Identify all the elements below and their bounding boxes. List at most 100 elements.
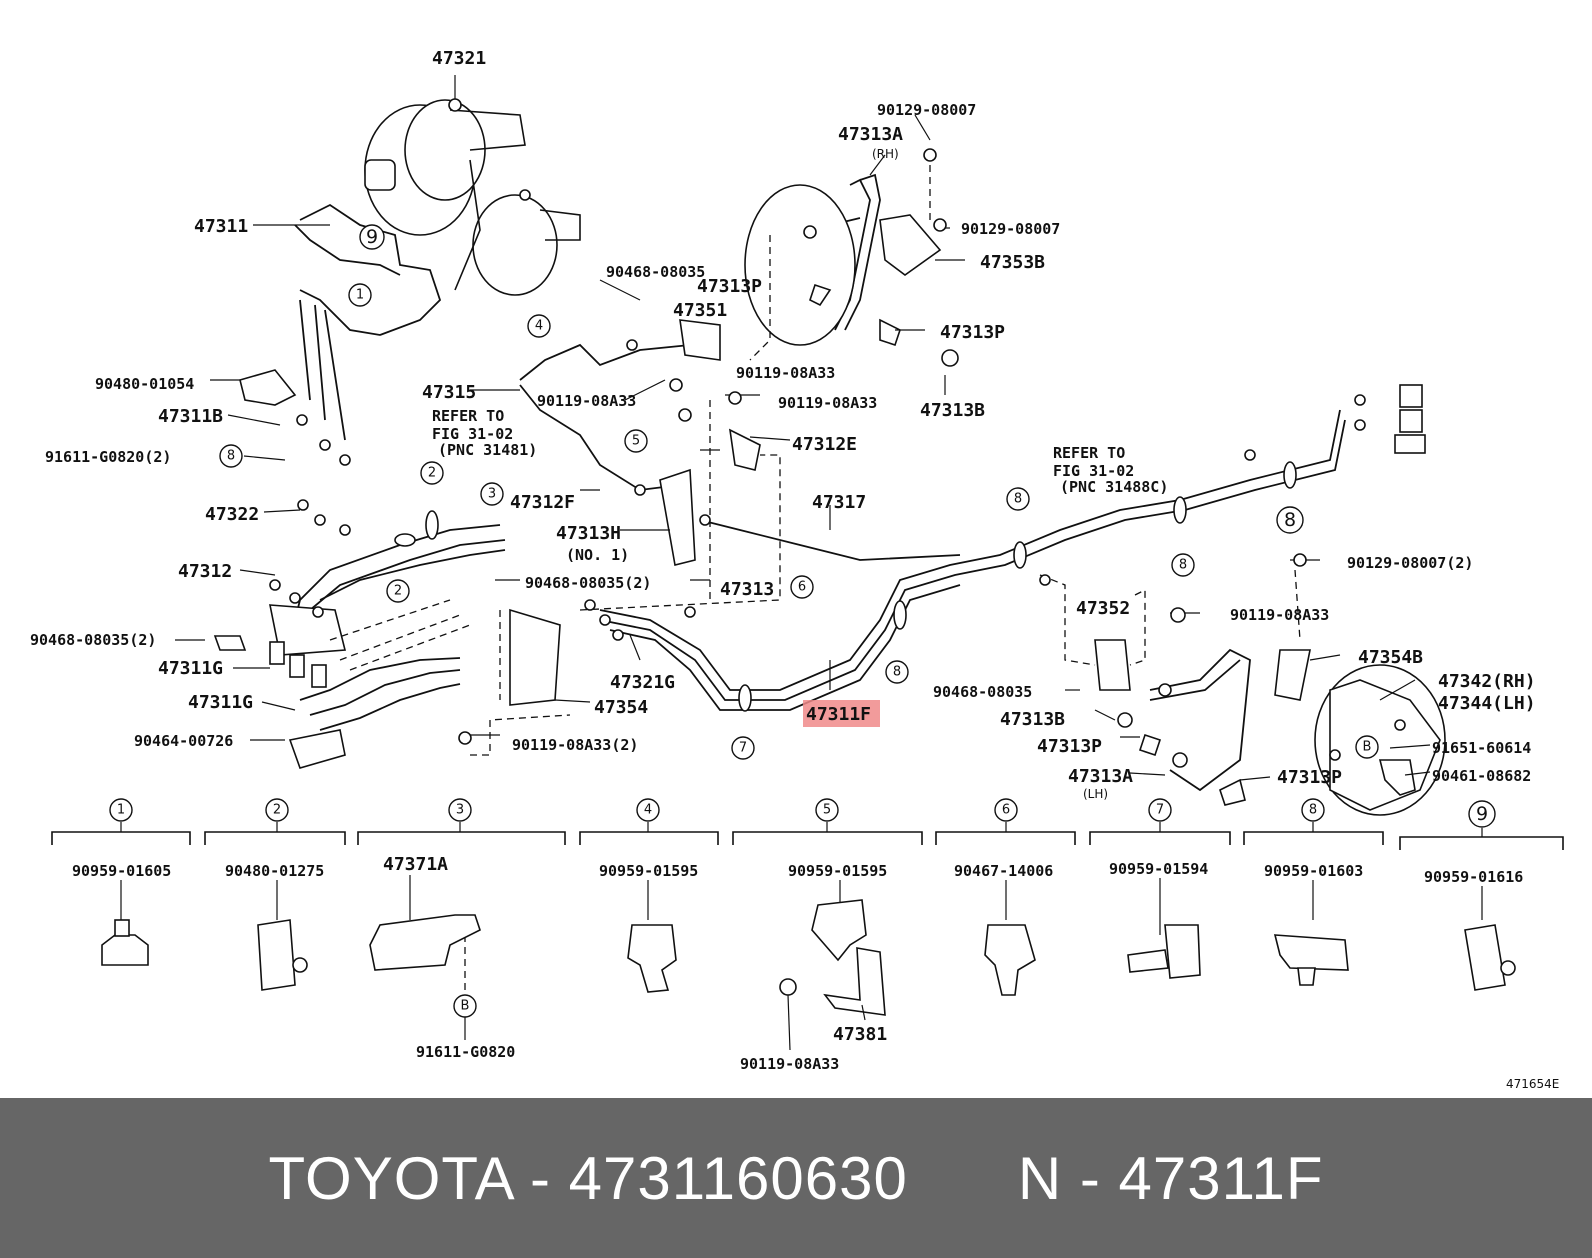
svg-text:6: 6 xyxy=(1002,803,1010,818)
callout-8-mid: 8 xyxy=(885,660,909,684)
label-90464-00726: 90464-00726 xyxy=(134,732,233,750)
svg-text:B: B xyxy=(461,999,470,1014)
label-47354B: 47354B xyxy=(1358,647,1423,668)
label-90129-08007-2: 90129-08007(2) xyxy=(1347,554,1473,572)
label-90468-08035-2b: 90468-08035(2) xyxy=(525,574,651,592)
svg-text:7: 7 xyxy=(739,741,747,756)
label-90468-08035-c: 90468-08035 xyxy=(933,683,1032,701)
label-47344-lh: 47344(LH) xyxy=(1438,693,1536,714)
clip-legend: 1 90959-01605 2 90480-01275 3 47371A B 9… xyxy=(51,798,1564,1073)
label-90119-08A33-d: 90119-08A33 xyxy=(1230,606,1329,624)
label-90461-08682: 90461-08682 xyxy=(1432,767,1531,785)
refer-note-1-line2: FIG 31-02 xyxy=(432,425,513,443)
svg-text:90480-01275: 90480-01275 xyxy=(225,862,324,880)
legend-item-7: 7 90959-01594 xyxy=(1109,798,1208,979)
dashed-leaders xyxy=(329,165,1301,990)
label-90129-08007-b: 90129-08007 xyxy=(961,220,1060,238)
svg-text:3: 3 xyxy=(456,803,464,818)
svg-text:90959-01605: 90959-01605 xyxy=(72,862,171,880)
svg-text:8: 8 xyxy=(227,449,235,464)
svg-text:5: 5 xyxy=(632,434,640,449)
svg-text:4: 4 xyxy=(535,319,543,334)
label-47311G-a: 47311G xyxy=(158,658,223,679)
callout-7: 7 xyxy=(731,736,755,760)
label-47351: 47351 xyxy=(673,300,727,321)
label-47313P-c: 47313P xyxy=(1277,767,1342,788)
label-90119-08A33-b: 90119-08A33 xyxy=(736,364,835,382)
label-47317: 47317 xyxy=(812,492,866,513)
callout-9-booster: 9 xyxy=(359,224,385,250)
legend-item-4: 4 90959-01595 xyxy=(599,798,698,993)
label-91651-60614: 91651-60614 xyxy=(1432,739,1531,757)
refer-note-1-line3: (PNC 31481) xyxy=(438,441,537,459)
svg-text:9: 9 xyxy=(1476,803,1488,825)
rear-brake-assembly xyxy=(1314,664,1446,816)
callout-2-upper: 2 xyxy=(420,461,444,485)
callout-circles: 9 1 8 2 3 2 4 5 6 7 8 8 8 8 B xyxy=(219,224,1379,760)
brackets xyxy=(213,319,1311,769)
label-90119-08A33-2: 90119-08A33(2) xyxy=(512,736,638,754)
label-47313P-bottom: 47313P xyxy=(1037,736,1102,757)
svg-text:1: 1 xyxy=(356,288,364,303)
svg-text:B: B xyxy=(1363,740,1372,755)
legend-item-8: 8 90959-01603 xyxy=(1264,798,1363,986)
callout-8-right: 8 xyxy=(1171,553,1195,577)
svg-text:90959-01595: 90959-01595 xyxy=(788,862,887,880)
highlight-47311F xyxy=(803,700,880,727)
callout-1-booster: 1 xyxy=(348,283,372,307)
label-47353B: 47353B xyxy=(980,252,1045,273)
part-labels: 47321 47311 90480-01054 47311B 91611-G08… xyxy=(30,48,1536,801)
label-90468-08035-2a: 90468-08035(2) xyxy=(30,631,156,649)
svg-text:90959-01616: 90959-01616 xyxy=(1424,868,1523,886)
label-47315: 47315 xyxy=(422,382,476,403)
legend-item-9: 9 90959-01616 xyxy=(1424,800,1523,991)
label-47313P-right: 47313P xyxy=(940,322,1005,343)
pipe-clips xyxy=(394,283,1297,806)
label-47312: 47312 xyxy=(178,561,232,582)
label-47313P-top: 47313P xyxy=(697,276,762,297)
front-right-brake-assembly xyxy=(744,184,942,361)
svg-text:7: 7 xyxy=(1156,803,1164,818)
callout-8-upper: 8 xyxy=(1006,487,1030,511)
legend-item-5: 5 90959-01595 90119-08A33 47381 xyxy=(740,798,887,1073)
label-90119-08A33-c: 90119-08A33 xyxy=(778,394,877,412)
label-47313H: 47313H xyxy=(556,523,621,544)
label-47312E: 47312E xyxy=(792,434,857,455)
svg-text:1: 1 xyxy=(117,803,125,818)
callout-2-lower: 2 xyxy=(386,579,410,603)
refer-note-2-line1: REFER TO xyxy=(1053,444,1125,462)
label-47321: 47321 xyxy=(432,48,486,69)
footer-part-number: TOYOTA - 4731160630 xyxy=(268,1144,908,1212)
svg-text:2: 2 xyxy=(428,466,436,481)
label-90468-08035-top: 90468-08035 xyxy=(606,263,705,281)
label-90129-08007-a: 90129-08007 xyxy=(877,101,976,119)
label-47354: 47354 xyxy=(594,697,648,718)
footer-text: TOYOTA - 4731160630 N - 47311F xyxy=(0,1098,1592,1258)
svg-text:8: 8 xyxy=(1284,509,1296,531)
refer-note-2-line2: FIG 31-02 xyxy=(1053,462,1134,480)
label-lh: (LH) xyxy=(1083,787,1108,801)
svg-text:5: 5 xyxy=(823,803,831,818)
svg-text:47381: 47381 xyxy=(833,1024,887,1045)
callout-6: 6 xyxy=(790,575,814,599)
diagram-id: 471654E xyxy=(1506,1077,1559,1091)
label-47311F-highlighted: 47311F xyxy=(806,704,871,725)
label-47313: 47313 xyxy=(720,579,774,600)
svg-text:90959-01594: 90959-01594 xyxy=(1109,860,1208,878)
label-47321G: 47321G xyxy=(610,672,675,693)
legend-item-1: 1 90959-01605 xyxy=(72,798,171,966)
callout-8-left: 8 xyxy=(219,444,243,468)
callout-3: 3 xyxy=(480,482,504,506)
fasteners xyxy=(269,98,1406,768)
legend-item-6: 6 90467-14006 xyxy=(954,798,1053,996)
right-upper-junction xyxy=(1394,384,1426,454)
refer-note-1-line1: REFER TO xyxy=(432,407,504,425)
svg-text:9: 9 xyxy=(366,226,378,248)
svg-text:3: 3 xyxy=(488,487,496,502)
leader-lines xyxy=(175,75,1431,781)
svg-text:90119-08A33: 90119-08A33 xyxy=(740,1055,839,1073)
svg-text:8: 8 xyxy=(893,665,901,680)
legend-item-3: 3 47371A B 91611-G0820 xyxy=(369,798,515,1061)
svg-text:8: 8 xyxy=(1179,558,1187,573)
